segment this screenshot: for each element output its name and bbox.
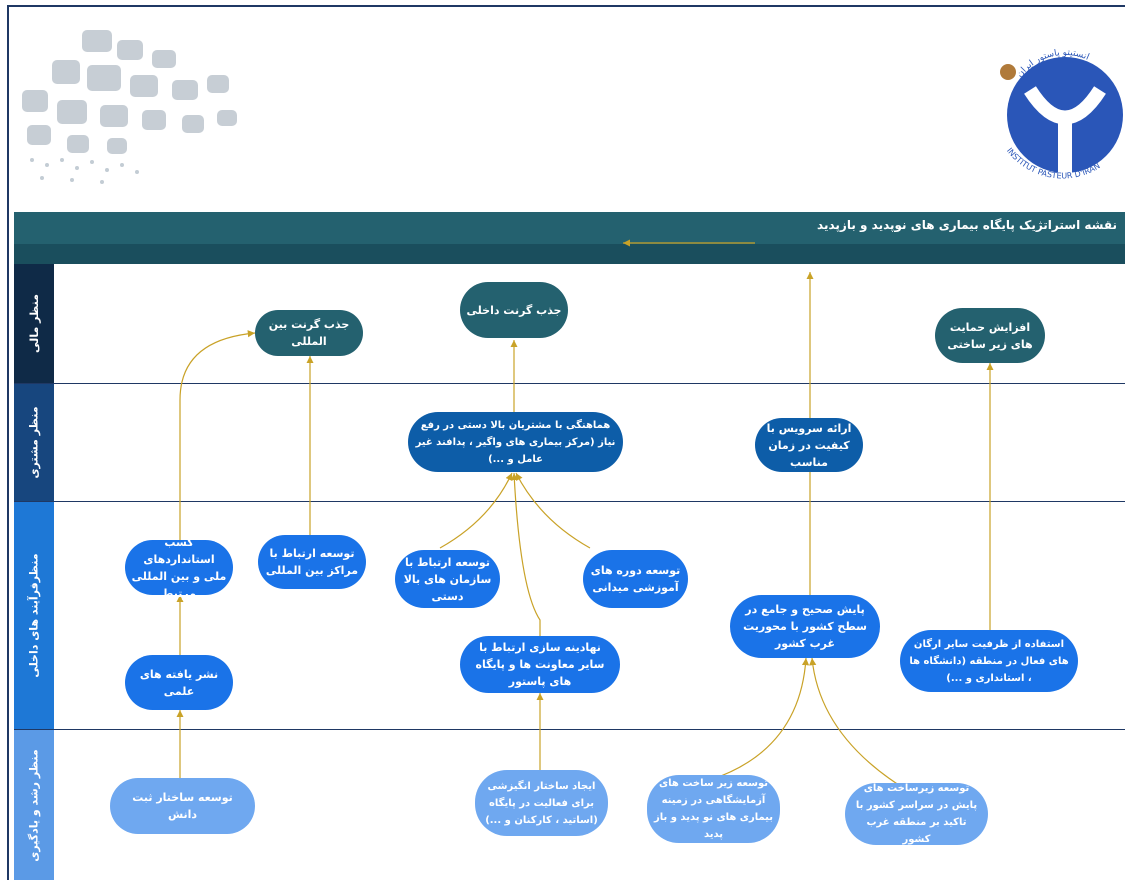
- title-bar: نقشه استراتژیک پایگاه بیماری های نوپدید …: [14, 212, 1125, 244]
- node-intl-relations: توسعه ارتباط با مراکز بین المللی: [258, 535, 366, 589]
- lane-label-financial: منظر مالی: [14, 264, 54, 383]
- node-quality-service: ارائه سرویس با کیفیت در زمان مناسب: [755, 418, 863, 472]
- lane-label-customer: منظر مشتری: [14, 384, 54, 501]
- page-frame: [7, 5, 1125, 880]
- node-standards: کسب استانداردهای ملی و بین المللی مرتبط: [125, 536, 233, 600]
- lane-label-growth: منظر رشد و یادگیری: [14, 730, 54, 880]
- node-grant-international: جذب گرنت بین المللی: [255, 310, 363, 356]
- node-infra-support: افزایش حمایت های زیر ساختی: [935, 308, 1045, 363]
- node-upstream-relations: توسعه ارتباط با سازمان های بالا دستی: [395, 550, 500, 608]
- decorative-pattern: [22, 30, 237, 184]
- node-institutionalize: نهادینه سازی ارتباط با سایر معاونت ها و …: [460, 636, 620, 693]
- title-subbar: [14, 244, 1125, 264]
- node-regional-capacity: استفاده از ظرفیت سایر ارگان های فعال در …: [900, 630, 1078, 692]
- node-incentive: ایجاد ساختار انگیزشی برای فعالیت در پایگ…: [475, 770, 608, 836]
- node-surveillance: پایش صحیح و جامع در سطح کشور با محوریت غ…: [730, 595, 880, 658]
- node-publish: نشر یافته های علمی: [125, 655, 233, 710]
- institute-logo: انستیتو پاستور ایران INSTITUT PASTEUR D'…: [1000, 48, 1123, 181]
- node-grant-domestic: جذب گرنت داخلی: [460, 282, 568, 338]
- node-surveillance-infra: توسعه زیرساخت های پایش در سراسر کشور با …: [845, 783, 988, 845]
- node-lab-infra: توسعه زیر ساخت های آزمایشگاهی در زمینه ب…: [647, 775, 780, 843]
- node-field-training: توسعه دوره های آموزشی میدانی: [583, 550, 688, 608]
- lane-label-internal-process: منظرفرآیند های داخلی: [14, 502, 54, 729]
- node-coordination: هماهنگی با مشتریان بالا دستی در رفع نیاز…: [408, 412, 623, 472]
- page-title: نقشه استراتژیک پایگاه بیماری های نوپدید …: [817, 218, 1117, 232]
- node-knowledge-registry: توسعه ساختار ثبت دانش: [110, 778, 255, 834]
